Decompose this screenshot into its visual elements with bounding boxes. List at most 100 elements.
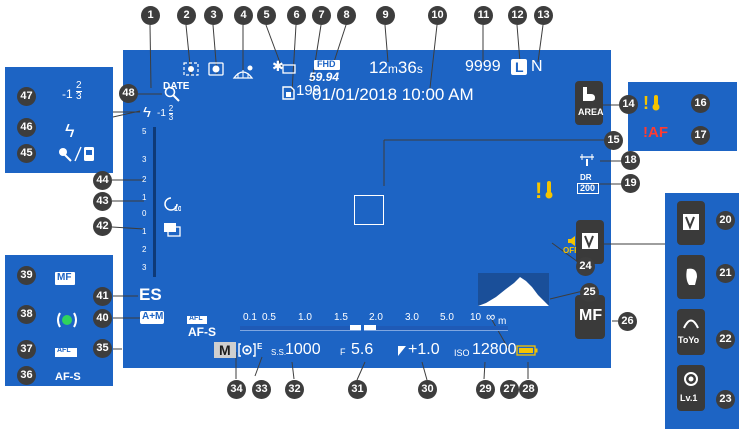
panel-temp-warning-icon: ! — [643, 93, 649, 113]
date-stamp: DATE — [163, 81, 190, 92]
af-mode: AF-S — [188, 325, 216, 339]
color-chrome-icon — [684, 372, 698, 386]
distance-tick: 2.0 — [369, 312, 383, 323]
callout-44: 44 — [93, 171, 112, 190]
sd-card-icon — [282, 86, 295, 100]
callout-41: 41 — [93, 287, 112, 306]
panel-thermometer-icon — [652, 95, 660, 111]
area-button[interactable]: AREA — [575, 81, 604, 125]
exposure-tick-plus1: 1 — [142, 193, 147, 202]
exposure-compensation: +1.0 — [408, 341, 440, 358]
exposure-tick-zero: 0 — [142, 209, 147, 218]
film-simulation-icon — [582, 233, 598, 249]
flash-comp-den: 3 — [168, 113, 174, 122]
callout-27: 27 — [500, 380, 519, 399]
flash-commander-icon — [59, 146, 94, 162]
callout-21: 21 — [716, 264, 735, 283]
exposure-tick-minus2: 2 — [142, 245, 147, 254]
shots-remaining: 9999 — [465, 58, 501, 75]
afl-badge: AFL — [187, 315, 207, 324]
frame-counter: 199 — [296, 82, 322, 99]
callout-39: 39 — [17, 266, 36, 285]
distance-tick: 1.0 — [298, 312, 312, 323]
film-sim-button[interactable] — [576, 220, 604, 264]
focus-frame[interactable] — [354, 195, 384, 225]
color-chrome-button[interactable]: Lv.1 — [677, 365, 705, 411]
exposure-tick-plus3: 3 — [142, 155, 147, 164]
location-data-icon — [232, 65, 254, 79]
distance-unit: m — [498, 316, 507, 327]
dr-value-box: 200 — [577, 183, 599, 194]
callout-8: 8 — [337, 6, 356, 25]
exposure-indicator: 5 3 2 1 0 1 2 3 — [142, 127, 160, 277]
flash-compensation: -1 2 3 — [157, 104, 174, 122]
callout-3: 3 — [204, 6, 223, 25]
panel-flash-comp-sign: -1 — [62, 87, 73, 101]
callout-28: 28 — [519, 380, 538, 399]
frame-rate: 59.94 — [309, 70, 340, 84]
callout-34: 34 — [227, 380, 246, 399]
shutter-speed: 1000 — [285, 341, 321, 358]
afl-badge-panel: AFL — [55, 347, 77, 357]
callout-19: 19 — [621, 174, 640, 193]
face-select-button[interactable] — [677, 255, 705, 299]
callout-25: 25 — [580, 283, 599, 302]
recording-time-remaining: 12m36s — [369, 58, 423, 78]
tone-label: ToYo — [678, 335, 700, 345]
tone-curve-icon — [683, 319, 699, 329]
mf-badge: MF — [55, 272, 75, 285]
panel-film-simulation-icon — [683, 214, 699, 230]
callout-13: 13 — [534, 6, 553, 25]
callout-20: 20 — [716, 211, 735, 230]
callout-10: 10 — [428, 6, 447, 25]
callout-32: 32 — [285, 380, 304, 399]
flash-comp-num: 2 — [168, 104, 174, 114]
callout-29: 29 — [476, 380, 495, 399]
distance-tick: 10 — [470, 312, 482, 323]
callout-40: 40 — [93, 309, 112, 328]
face-detection-icon — [183, 62, 199, 76]
dr-label: DR — [580, 173, 592, 182]
callout-36: 36 — [17, 366, 36, 385]
exposure-tick-minus3: 3 — [142, 263, 147, 272]
aperture-prefix: F — [340, 347, 346, 357]
panel-flash-comp-fraction: 2 3 — [76, 81, 82, 102]
exposure-bar-track — [153, 127, 156, 277]
callout-17: 17 — [691, 126, 710, 145]
right-panel-warnings: ! !AF — [628, 82, 737, 151]
area-button-label: AREA — [578, 107, 604, 117]
mf-button-label: MF — [579, 307, 603, 324]
distance-tick: 0.1 — [243, 312, 257, 323]
distance-tick: 1.5 — [334, 312, 348, 323]
right-panel-touch: ToYo Lv.1 — [665, 193, 739, 429]
flash-comp-sign: -1 — [157, 108, 166, 120]
mf-button[interactable]: MF — [575, 295, 605, 339]
focus-distance-indicator: 0.1 0.5 1.0 1.5 2.0 3.0 5.0 10 ∞ m — [240, 309, 510, 336]
distance-tick: 5.0 — [440, 312, 454, 323]
callout-33: 33 — [252, 380, 271, 399]
callout-24: 24 — [576, 257, 595, 276]
time-s-unit: s — [416, 62, 423, 76]
callout-37: 37 — [17, 340, 36, 359]
aperture-value: 5.6 — [351, 341, 374, 358]
magnifier-icon — [164, 86, 180, 102]
callout-9: 9 — [376, 6, 395, 25]
callout-1: 1 — [141, 6, 160, 25]
tone-button[interactable]: ToYo — [677, 309, 705, 355]
panel-film-sim-button[interactable] — [677, 201, 705, 245]
camera-lcd-screen — [123, 50, 611, 368]
wind-filter-label: OFF — [563, 246, 579, 255]
callout-18: 18 — [621, 151, 640, 170]
time-minutes: 12 — [369, 58, 388, 77]
callout-23: 23 — [716, 390, 735, 409]
self-timer-icon: 10 — [164, 197, 181, 212]
shutter-type-icon: E — [257, 342, 263, 351]
date-time: 01/01/2018 10:00 AM — [312, 85, 474, 104]
level-indicator-icon — [580, 154, 594, 166]
thermometer-icon — [545, 181, 553, 199]
exposure-scale-top: 5 — [142, 127, 147, 136]
mf-badge-label: MF — [57, 272, 72, 283]
image-size-label: L — [515, 59, 524, 75]
image-stabilization-icon — [208, 62, 224, 76]
